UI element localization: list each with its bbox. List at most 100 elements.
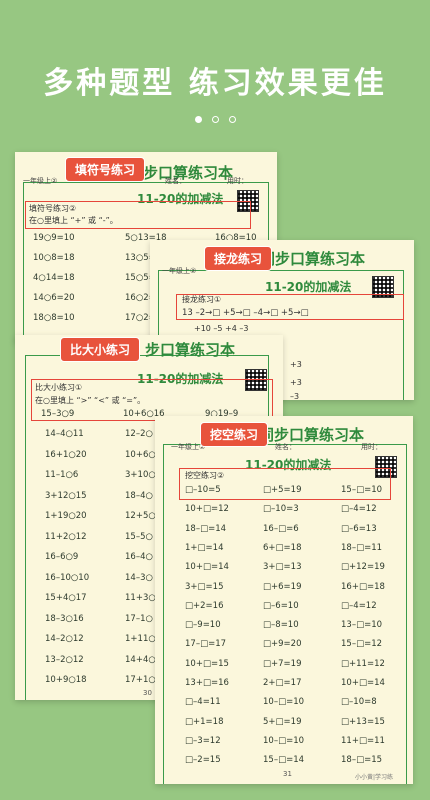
equation: 16–6○9 [45,552,79,562]
equation: □+5=19 [263,485,302,495]
equation: □–4=12 [341,600,377,611]
equation: □–8=10 [263,620,299,631]
carousel-dot[interactable] [228,116,236,123]
section-title: 接龙练习① [182,295,222,304]
carousel-indicator[interactable] [0,116,430,123]
carousel-dot[interactable] [211,116,219,123]
carousel-dot-active[interactable] [194,116,202,123]
equation: 13–2○12 [45,654,84,665]
equation: 10○8=18 [33,253,75,263]
equation: 10+□=15 [185,658,229,669]
equation: □–10=8 [341,697,377,708]
equation: □+13=15 [341,716,385,727]
equation: □+9=20 [263,639,302,650]
time-label: 用时： [227,177,248,185]
equation: 12+5○ [125,511,156,521]
equation: 4○14=18 [33,273,75,283]
chain-step: +3 [290,378,302,387]
equation: 18–□=11 [341,542,383,553]
equation: 16–4○ [125,552,153,562]
equation: 10+9○18 [45,675,87,685]
worksheet-title: 同步口算练习本 [260,250,366,268]
worksheet-title: 同步口算练习本 [259,426,365,444]
highlight-box [31,379,273,421]
instruction-text: 在○里填上 “>” “<” 或 “=”。 [35,396,146,405]
equation: 1+11○ [125,634,156,644]
section-title: 比大小练习① [35,383,83,392]
worksheet-title: 步口算练习本 [143,164,234,182]
equation: 10+6○ [125,449,156,460]
equation: 18○8=10 [33,313,75,323]
equation: 10–□=10 [263,735,305,746]
equation: 14–4○11 [45,429,84,439]
equation: 9○19–9 [205,409,239,419]
equation: 3+10○ [125,470,156,480]
equation: 11+2○12 [45,531,87,542]
page-number: 30 [143,689,152,697]
equation: 3+12○15 [45,490,87,501]
equation: 1+□=14 [185,542,224,553]
equation: 12–2○ [125,429,153,439]
equation: 14–3○ [125,572,153,583]
equation: 14○6=20 [33,293,75,303]
time-label: 用时： [361,443,382,451]
page-number: 31 [283,770,292,778]
equation: □–10=3 [263,504,299,515]
name-label: 姓名： [275,443,296,451]
equation: 16–□=6 [263,523,299,534]
name-label: 姓名： [165,177,186,185]
equation: □+1=18 [185,716,224,727]
equation: 13○5=18 [125,253,167,263]
equation: 16○2=14 [125,293,167,303]
grade-label: 一年级上② [23,177,58,185]
section-title: 挖空练习② [185,471,225,480]
equation: □–4=12 [341,504,377,515]
worksheet-fill-blank: 同步口算练习本 一年级上② 姓名： 用时： 11-20的加减法 挖空练习② □–… [155,416,413,784]
chain-row: 13 –2→□ +5→□ –4→□ +5→□ [182,308,309,318]
equation: 11+□=11 [341,735,385,746]
equation: 10+□=14 [341,678,385,688]
equation: 19○9=10 [33,233,75,243]
equation: 18–4○ [125,490,153,501]
equation: 17○2=19 [125,313,167,323]
equation: 13–□=10 [341,620,383,631]
tag-chain: 接龙练习 [204,246,273,271]
equation: 15–3○9 [41,409,75,419]
equation: □+12=19 [341,562,385,573]
equation: 14+4○ [125,654,156,665]
worksheet-subtitle: 11-20的加减法 [265,280,352,294]
worksheet-title: 步口算练习本 [145,341,236,359]
chain-row: +10 –5 +4 –3 [194,324,249,333]
headline: 多种题型 练习效果更佳 [43,66,387,101]
equation: 18–3○16 [45,613,84,624]
equation: 15+4○17 [45,593,87,603]
equation: 3+□=15 [185,581,224,592]
equation: □–3=12 [185,735,221,746]
equation: □–6=13 [341,523,377,534]
equation: □+2=16 [185,600,224,611]
equation: □–2=15 [185,755,221,766]
equation: 5+□=19 [263,716,302,727]
equation: 13+□=16 [185,678,229,688]
equation: □–6=10 [263,600,299,611]
highlight-box [176,294,404,320]
equation: 16+□=18 [341,581,385,592]
qr-code [375,456,397,478]
equation: 5○13=18 [125,233,167,243]
equation: □+7=19 [263,658,302,669]
equation: 10+□=12 [185,504,229,515]
equation: 17+1○ [125,675,156,685]
equation: 16+1○20 [45,449,87,460]
equation: 10–□=10 [263,697,305,708]
equation: 11–1○6 [45,470,79,480]
equation: 14–2○12 [45,634,84,644]
worksheet-subtitle: 11-20的加减法 [137,192,224,206]
equation: □–9=10 [185,620,221,631]
tag-fill-symbol: 填符号练习 [65,157,146,182]
equation: □–10=5 [185,485,221,495]
equation: □+6=19 [263,581,302,592]
equation: 2+□=17 [263,678,302,688]
qr-code [372,276,394,298]
equation: 17–□=17 [185,639,227,650]
equation: 15–□=14 [263,755,305,766]
